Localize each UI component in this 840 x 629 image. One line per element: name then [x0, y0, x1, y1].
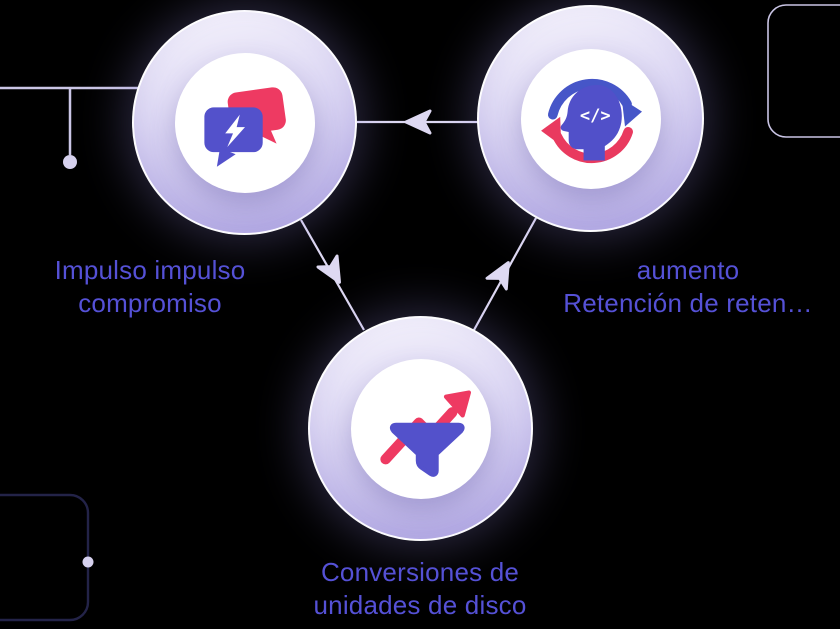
head-code-sync-icon: </>: [540, 78, 642, 163]
node-retention[interactable]: </>: [477, 5, 704, 232]
node-engagement-badge: [174, 52, 315, 193]
arrowhead-left-icon: [404, 109, 432, 135]
bottom-left-frame-decoration: [0, 493, 94, 622]
top-left-corner-decoration: [0, 86, 140, 169]
funnel-trend-icon: [379, 389, 471, 477]
head-silhouette: [560, 84, 622, 160]
node-conversions[interactable]: [308, 316, 533, 541]
node-conversions-label: Conversiones de unidades de disco: [265, 556, 575, 622]
label-line-2: compromiso: [78, 288, 222, 318]
edge-retention-to-engagement: [357, 109, 478, 135]
lightning-bolt-icon: [224, 114, 245, 147]
node-retention-badge: </>: [520, 48, 661, 189]
edge-engagement-to-conversions: [300, 219, 365, 331]
label-line-1: Impulso impulso: [54, 255, 246, 285]
label-line-2: Retención de reten…: [563, 288, 813, 318]
arrowhead-up-right-icon: [485, 261, 510, 291]
bottom-left-dot: [82, 556, 94, 568]
node-engagement-label: Impulso impulso compromiso: [0, 254, 305, 320]
node-engagement[interactable]: [132, 10, 357, 235]
corner-dot: [63, 155, 77, 169]
label-line-1: aumento: [636, 255, 740, 285]
edge-conversions-to-retention: [473, 217, 537, 331]
code-tag-glyph: </>: [579, 106, 610, 126]
chat-lightning-icon: [203, 86, 286, 167]
node-retention-label: aumento Retención de reten…: [533, 254, 840, 320]
bottom-left-frame: [0, 493, 90, 622]
node-conversions-badge: [350, 358, 491, 499]
top-right-frame-decoration: [767, 4, 840, 138]
sync-arrow-top: [547, 78, 642, 126]
funnel-shape: [389, 422, 465, 477]
arrowhead-down-right-icon: [316, 254, 341, 284]
label-line-1: Conversiones de: [320, 557, 520, 587]
label-line-2: unidades de disco: [313, 590, 527, 620]
